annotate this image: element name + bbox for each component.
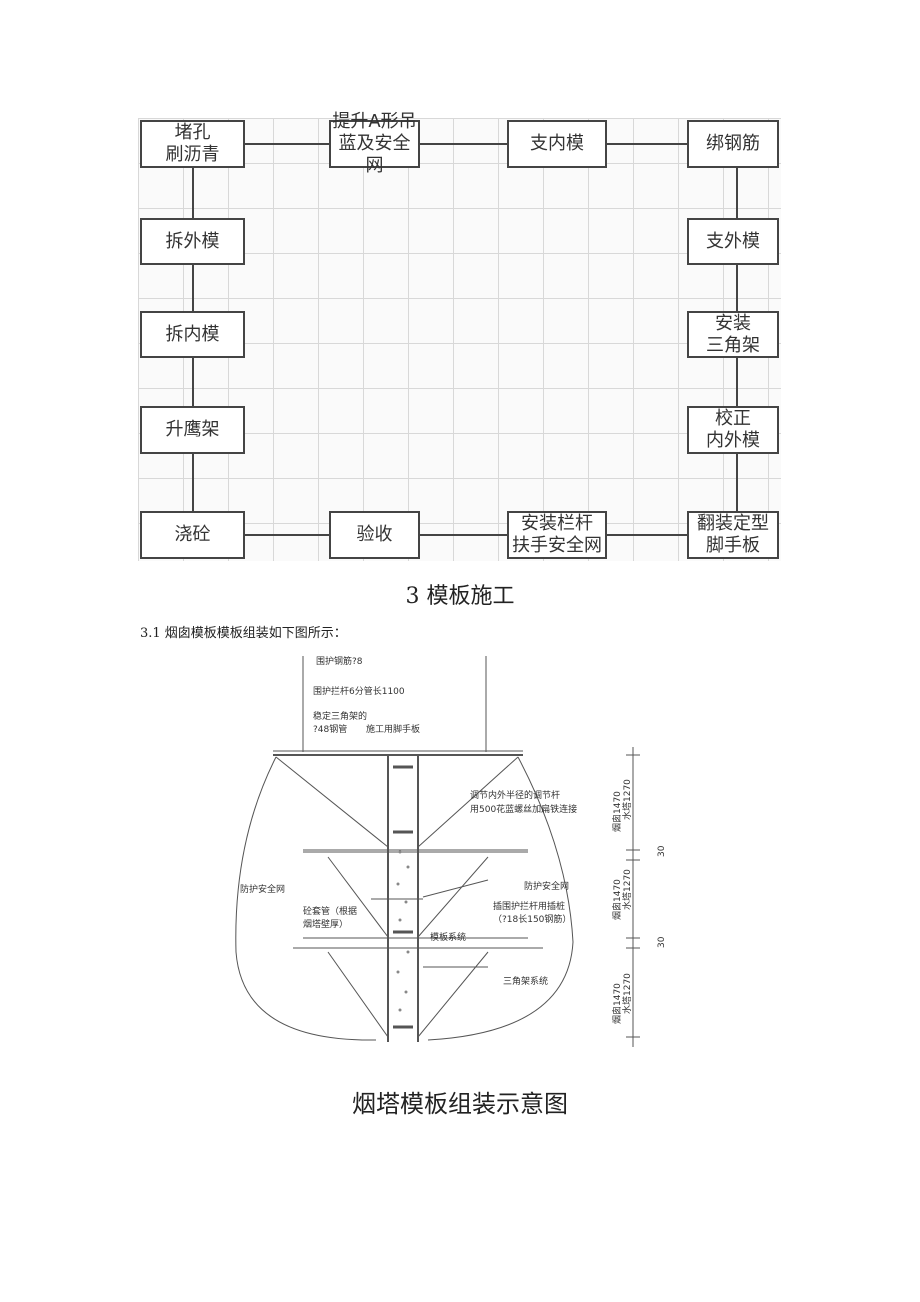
step-label: 三角架 [706,334,760,356]
step-inner-form: 支内模 [507,120,607,168]
step-label: 翻装定型 [697,513,769,534]
step-label: 刷沥青 [165,144,220,165]
step-scaffold-boards: 翻装定型 脚手板 [687,511,779,559]
step-inspection: 验收 [329,511,420,559]
label-railing: 围护拦杆6分管长1100 [313,685,405,697]
label-tripod-pipe: 稳定三角架的 [313,710,367,722]
dim-gap-2: 30 [657,936,667,948]
step-label: 拆内模 [165,323,220,345]
step-label: 蓝及安全网 [338,133,411,176]
step-remove-inner-form: 拆内模 [140,311,245,358]
section-paragraph: 3.1 烟囱模板模板组装如下图所示： [140,626,347,641]
label-adjust-rod: 调节内外半径的调节杆 [470,789,560,801]
dim-gap-1: 30 [657,845,667,857]
step-align-forms: 校正 内外模 [687,406,779,454]
dim-chimney-1: 烟囱1470 [611,791,623,832]
label-rebar: 围护钢筋?8 [316,655,363,667]
dim-tower-2: 水塔1270 [621,869,633,910]
label-pile-spec: （?18长150钢筋） [493,913,571,925]
step-lift-basket: 提升A形吊 蓝及安全网 [329,111,420,176]
step-remove-outer-form: 拆外模 [140,218,245,265]
step-label: 堵孔 [174,122,211,143]
step-tie-rebar: 绑钢筋 [687,120,779,168]
step-label: 绑钢筋 [706,133,760,154]
step-label: 校正 [715,408,751,429]
step-label: 提升A形吊 [332,111,417,132]
step-label: 脚手板 [706,535,760,556]
process-flowchart: 堵孔 刷沥青 提升A形吊 蓝及安全网 支内模 绑钢筋 拆外模 支外模 拆内模 安… [138,111,781,561]
label-sleeve: 砼套管（根据 [303,905,357,917]
label-safety-net-right: 防护安全网 [524,880,569,892]
label-tripod-system: 三角架系统 [503,975,548,987]
step-label: 安装栏杆 [521,513,593,534]
dim-tower-1: 水塔1270 [621,779,633,820]
step-label: 支内模 [530,133,584,154]
step-label: 内外模 [706,430,760,451]
label-adjust-connect: 用500花蓝螺丝加扁铁连接 [470,803,577,815]
step-label: 升鹰架 [165,419,220,440]
dim-chimney-3: 烟囱1470 [611,983,623,1024]
step-label: 支外模 [706,230,760,252]
step-install-railing: 安装栏杆 扶手安全网 [507,511,607,559]
step-label: 拆外模 [165,230,220,252]
step-outer-form: 支外模 [687,218,779,265]
step-install-tripod: 安装 三角架 [687,311,779,358]
label-sleeve-note: 烟塔壁厚） [303,918,348,930]
diagram-caption: 烟塔模板组装示意图 [352,1090,568,1118]
flowchart-connectors [192,143,738,536]
label-scaffold-board: 施工用脚手板 [366,723,420,735]
formwork-assembly-diagram: 围护钢筋?8 围护拦杆6分管长1100 稳定三角架的 ?48钢管 施工用脚手板 … [235,655,667,1047]
label-pile: 插围护拦杆用插桩 [493,900,565,912]
section-heading: 3 模板施工 [405,584,515,609]
step-label: 验收 [356,524,393,545]
dim-tower-3: 水塔1270 [621,973,633,1014]
step-label: 安装 [715,312,751,334]
dim-chimney-2: 烟囱1470 [611,879,623,920]
label-tripod-pipe-size: ?48钢管 [313,723,347,735]
step-label: 浇砼 [174,524,211,545]
step-raise-scaffold: 升鹰架 [140,406,245,454]
step-pour-concrete: 浇砼 [140,511,245,559]
step-seal-holes: 堵孔 刷沥青 [140,120,245,168]
label-formwork-system: 模板系统 [430,931,466,943]
label-safety-net-left: 防护安全网 [240,883,285,895]
step-label: 扶手安全网 [512,535,602,556]
